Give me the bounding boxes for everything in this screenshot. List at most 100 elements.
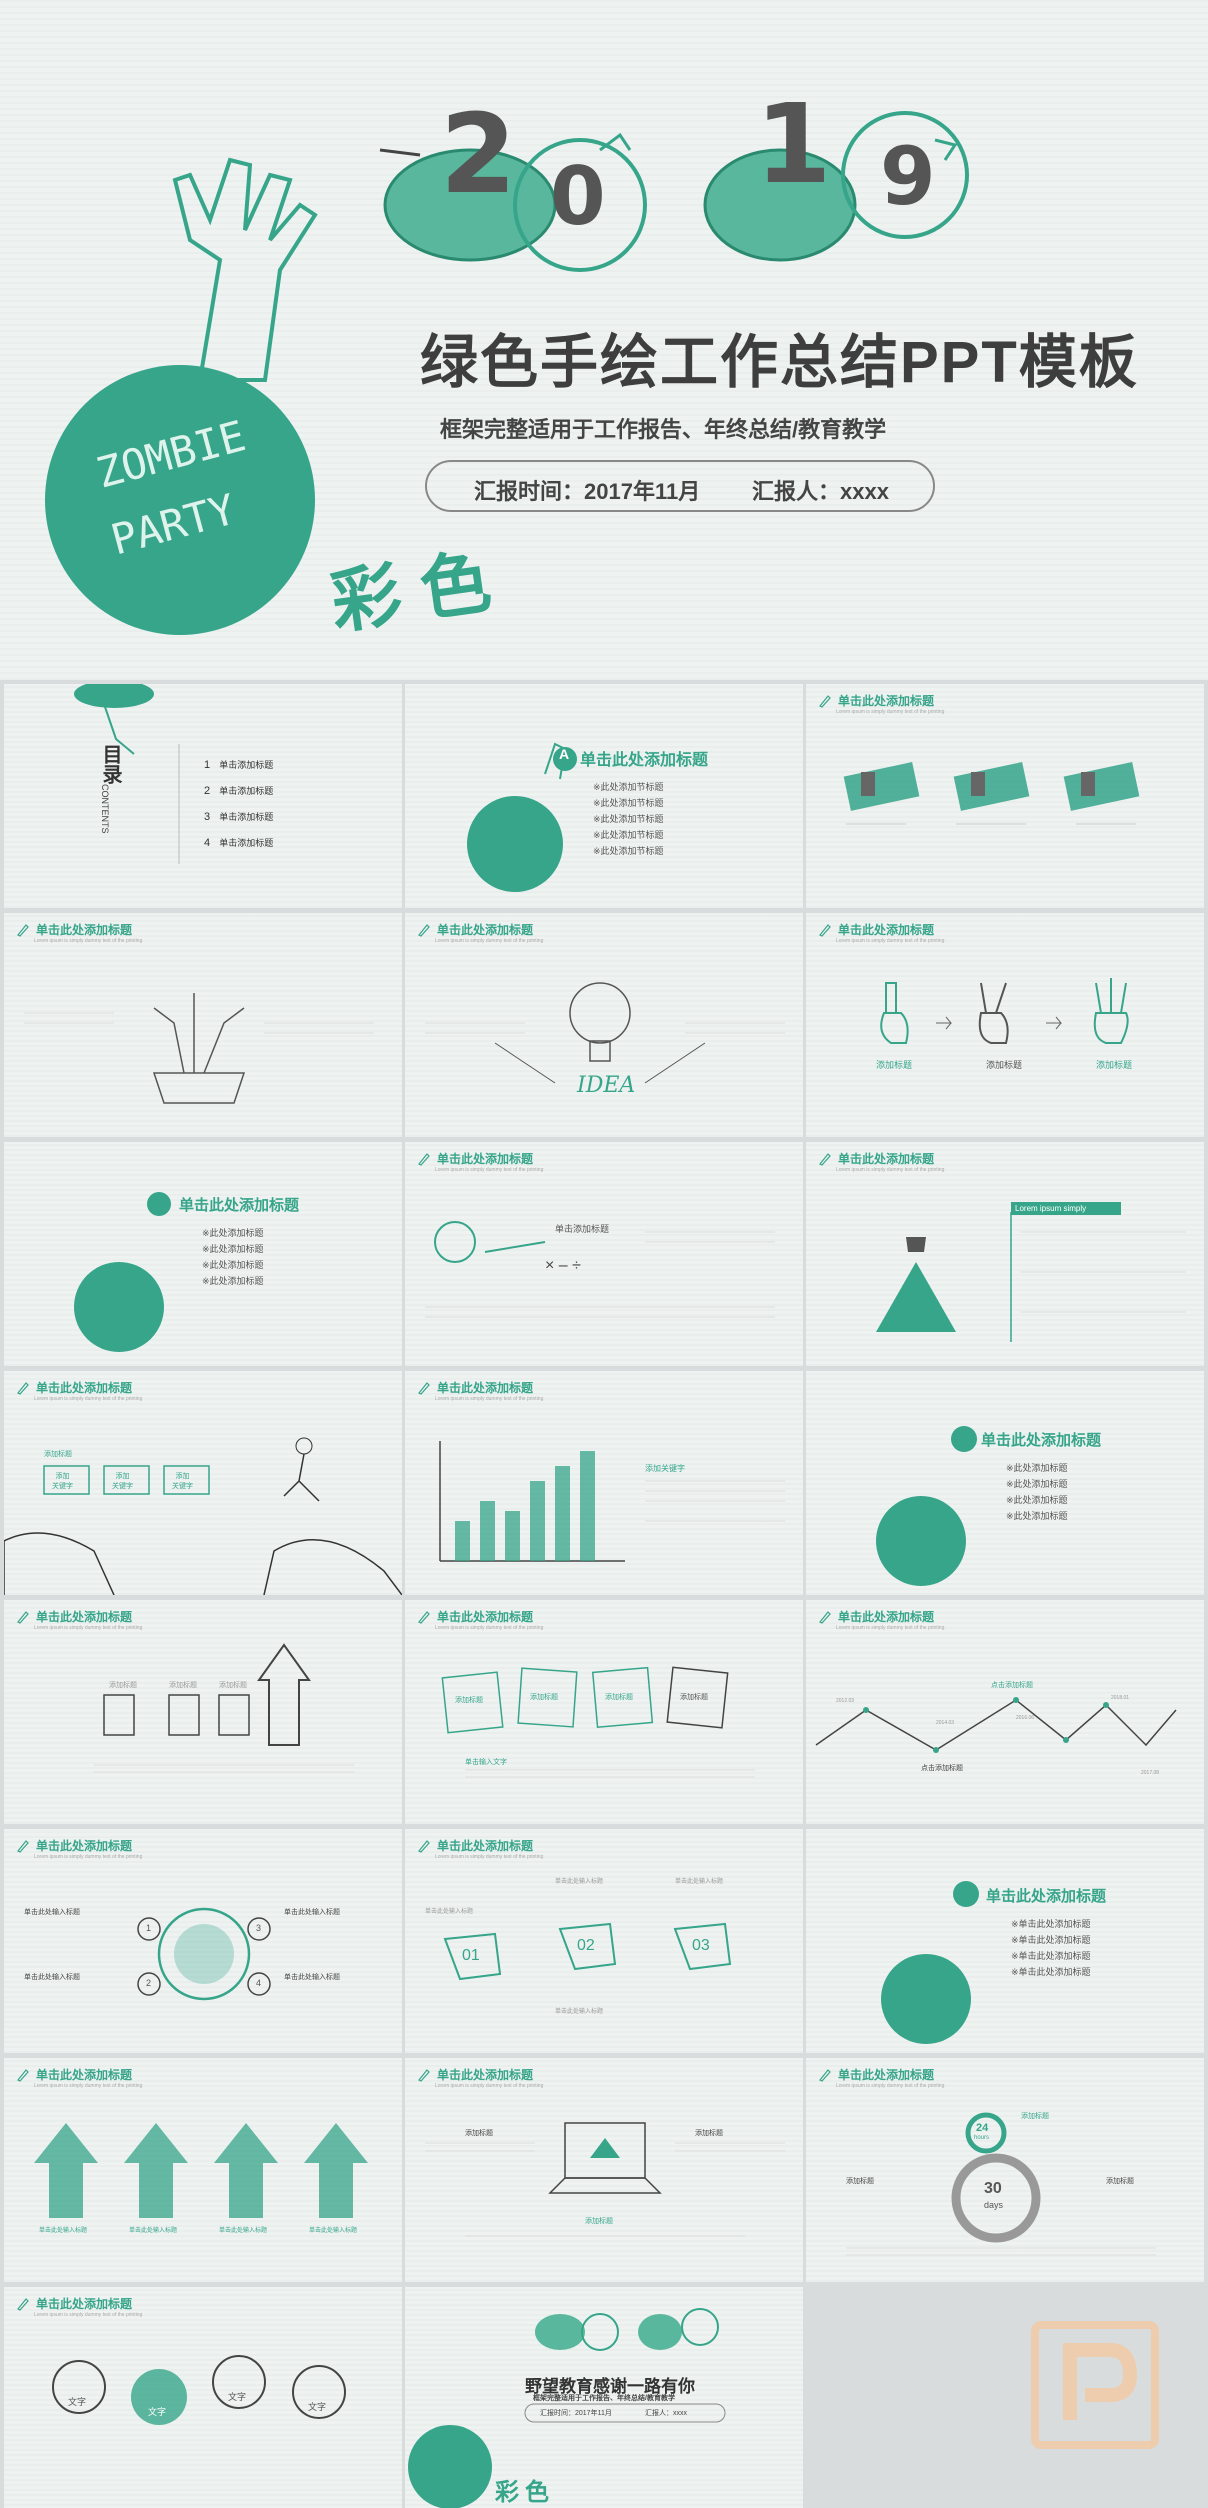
box-label: 添加标题 [219, 1682, 247, 1689]
slide-arrows-pot[interactable]: 单击此处添加标题 Lorem ipsum is simply dummy tex… [4, 913, 402, 1137]
section-item: ※此处添加标题 [202, 1276, 264, 1286]
report-date: 汇报时间：2017年11月 [474, 479, 701, 504]
slide-ending[interactable]: 野望教育感谢一路有你 框架完整适用于工作报告、年终总结/教育教学 汇报时间：20… [405, 2287, 803, 2508]
slide-section-b[interactable]: 单击此处添加标题 ※此处添加标题 ※此处添加标题 ※此处添加标题 ※此处添加标题 [4, 1142, 402, 1366]
slide-idea[interactable]: 单击此处添加标题 Lorem ipsum is simply dummy tex… [405, 913, 803, 1137]
zombie-ball-icon [467, 742, 577, 892]
section-title: 单击此处添加标题 [179, 1197, 300, 1214]
tag-num: 03 [692, 1937, 710, 1954]
globe-num: 3 [256, 1923, 262, 1933]
slide-timeline[interactable]: 单击此处添加标题 Lorem ipsum is simply dummy tex… [806, 1600, 1204, 1824]
slide-mountain[interactable]: 单击此处添加标题 Lorem ipsum is simply dummy tex… [806, 1142, 1204, 1366]
toc-item[interactable]: 2 单击添加标题 [204, 785, 274, 797]
slide-header: 单击此处添加标题 [417, 1150, 533, 1167]
arrow-label: 单击此处输入标题 [39, 2228, 88, 2234]
slide-hours-days[interactable]: 单击此处添加标题 Lorem ipsum is simply dummy tex… [806, 2058, 1204, 2282]
pen-icon [17, 1610, 29, 1624]
globe-num: 1 [146, 1923, 152, 1933]
zombie-ball-icon [74, 1192, 171, 1352]
globe-label: 单击此处输入标题 [284, 1909, 340, 1916]
toc-title-cn: 目录 [99, 744, 121, 784]
section-item: ※此处添加标题 [202, 1244, 264, 1254]
slide-bar-sketch[interactable]: 单击此处添加标题 Lorem ipsum is simply dummy tex… [405, 1371, 803, 1595]
slide-laptop[interactable]: 单击此处添加标题 Lorem ipsum is simply dummy tex… [405, 2058, 803, 2282]
slide-papers[interactable]: 单击此处添加标题 Lorem ipsum is simply dummy tex… [405, 1600, 803, 1824]
section-item: ※单击此处添加标题 [1011, 1919, 1091, 1929]
slide-header: 单击此处添加标题 [417, 2066, 533, 2083]
laptop-label: 添加标题 [585, 2218, 613, 2225]
globe-label: 单击此处输入标题 [284, 1974, 340, 1981]
slide-boxes-arrow[interactable]: 单击此处添加标题 Lorem ipsum is simply dummy tex… [4, 1600, 402, 1824]
mountain-trophy-illustration [876, 1212, 1186, 1342]
ending-title: 野望教育感谢一路有你 [525, 2377, 695, 2396]
section-title: 单击此处添加标题 [981, 1432, 1102, 1449]
slide-header: 单击此处添加标题 [818, 921, 934, 938]
watermark-logo [1031, 2321, 1159, 2449]
slide-toc[interactable]: 目录 CONTENTS 1 单击添加标题 2 单击添加标题 3 单击添加标题 4… [4, 684, 402, 908]
slide-section-a[interactable]: A 单击此处添加标题 ※此处添加节标题 ※此处添加节标题 ※此处添加节标题 ※此… [405, 684, 803, 908]
paper-label: 添加标题 [455, 1697, 483, 1704]
slide-header: 单击此处添加标题 [16, 2066, 132, 2083]
hand-label: 添加标题 [1096, 1060, 1133, 1070]
days-unit: days [984, 2200, 1004, 2210]
slide-three-numbers[interactable]: 单击此处添加标题 Lorem ipsum is simply dummy tex… [806, 684, 1204, 908]
bars-label: 添加关键字 [645, 1464, 685, 1473]
toc-item[interactable]: 1 单击添加标题 [204, 759, 274, 771]
slide-section-c[interactable]: 单击此处添加标题 ※此处添加标题 ※此处添加标题 ※此处添加标题 ※此处添加标题 [806, 1371, 1204, 1595]
tag-label: 单击此处输入标题 [425, 1909, 474, 1915]
ending-reporter: 汇报人：xxxx [645, 2410, 687, 2417]
pen-icon [17, 2297, 29, 2311]
arrow-label: 单击此处输入标题 [309, 2228, 358, 2234]
days-value: 30 [984, 2180, 1002, 2197]
year-digit-0: 0 [550, 150, 606, 243]
gear-label: 文字 [228, 2392, 247, 2402]
report-info-pill: 汇报时间：2017年11月 汇报人：xxxx [425, 460, 935, 512]
days-label: 添加标题 [1106, 2178, 1134, 2185]
toc-item[interactable]: 3 单击添加标题 [204, 811, 274, 823]
slide-hands[interactable]: 单击此处添加标题 Lorem ipsum is simply dummy tex… [806, 913, 1204, 1137]
slide-stickies[interactable]: 单击此处添加标题 Lorem ipsum is simply dummy tex… [4, 1371, 402, 1595]
sticky-note: 添加 关键字 [112, 1473, 133, 1490]
pen-icon [17, 2068, 29, 2082]
slide-tags[interactable]: 单击此处添加标题 Lorem ipsum is simply dummy tex… [405, 1829, 803, 2053]
cycle-arrows-illustration [846, 2112, 1156, 2256]
timeline-year: 2012.03 [836, 1698, 855, 1704]
toc-item[interactable]: 4 单击添加标题 [204, 837, 274, 849]
pinned-papers-illustration [441, 1666, 755, 1778]
section-item: ※此处添加标题 [1006, 1511, 1068, 1521]
pen-icon [819, 923, 831, 937]
year-digit-9: 9 [880, 130, 936, 223]
globe-num: 2 [146, 1978, 152, 1988]
slide-globe[interactable]: 单击此处添加标题 Lorem ipsum is simply dummy tex… [4, 1829, 402, 2053]
tag-label: 单击此处输入标题 [555, 2009, 604, 2015]
hand-label: 添加标题 [986, 1060, 1023, 1070]
tag-num: 01 [462, 1947, 480, 1964]
gears-icon [52, 2355, 346, 2425]
slide-header: 单击此处添加标题 [16, 1379, 132, 1396]
globe-label: 单击此处输入标题 [24, 1909, 80, 1916]
section-item: ※此处添加节标题 [593, 846, 664, 856]
timeline-year: 2016.06 [1016, 1715, 1035, 1721]
days-label: 添加标题 [846, 2178, 874, 2185]
pen-icon [418, 2068, 430, 2082]
lightbulb-icon [425, 982, 785, 1084]
slide-header: 单击此处添加标题 [417, 1837, 533, 1854]
tag-label: 单击此处输入标题 [675, 1879, 724, 1885]
cliff-jump-illustration [4, 1437, 402, 1595]
ending-date: 汇报时间：2017年11月 [540, 2410, 612, 2417]
slide-tools[interactable]: 单击此处添加标题 Lorem ipsum is simply dummy tex… [405, 1142, 803, 1366]
sticky-note: 添加 关键字 [172, 1473, 193, 1490]
slide-gears[interactable]: 单击此处添加标题 Lorem ipsum is simply dummy tex… [4, 2287, 402, 2508]
timeline-top-label: 点击添加标题 [991, 1682, 1033, 1689]
pen-icon [819, 2068, 831, 2082]
hand-ball-illustration [74, 684, 180, 864]
slide-up-arrows[interactable]: 单击此处添加标题 Lorem ipsum is simply dummy tex… [4, 2058, 402, 2282]
zombie-ball-icon [876, 1426, 977, 1586]
gear-label: 文字 [68, 2397, 87, 2407]
slide-section-d[interactable]: 单击此处添加标题 ※单击此处添加标题 ※单击此处添加标题 ※单击此处添加标题 ※… [806, 1829, 1204, 2053]
pen-icon [819, 694, 831, 708]
ending-illustration [408, 2308, 726, 2508]
slide-header: 单击此处添加标题 [417, 1608, 533, 1625]
slide-header: 单击此处添加标题 [818, 2066, 934, 2083]
pen-icon [819, 1610, 831, 1624]
